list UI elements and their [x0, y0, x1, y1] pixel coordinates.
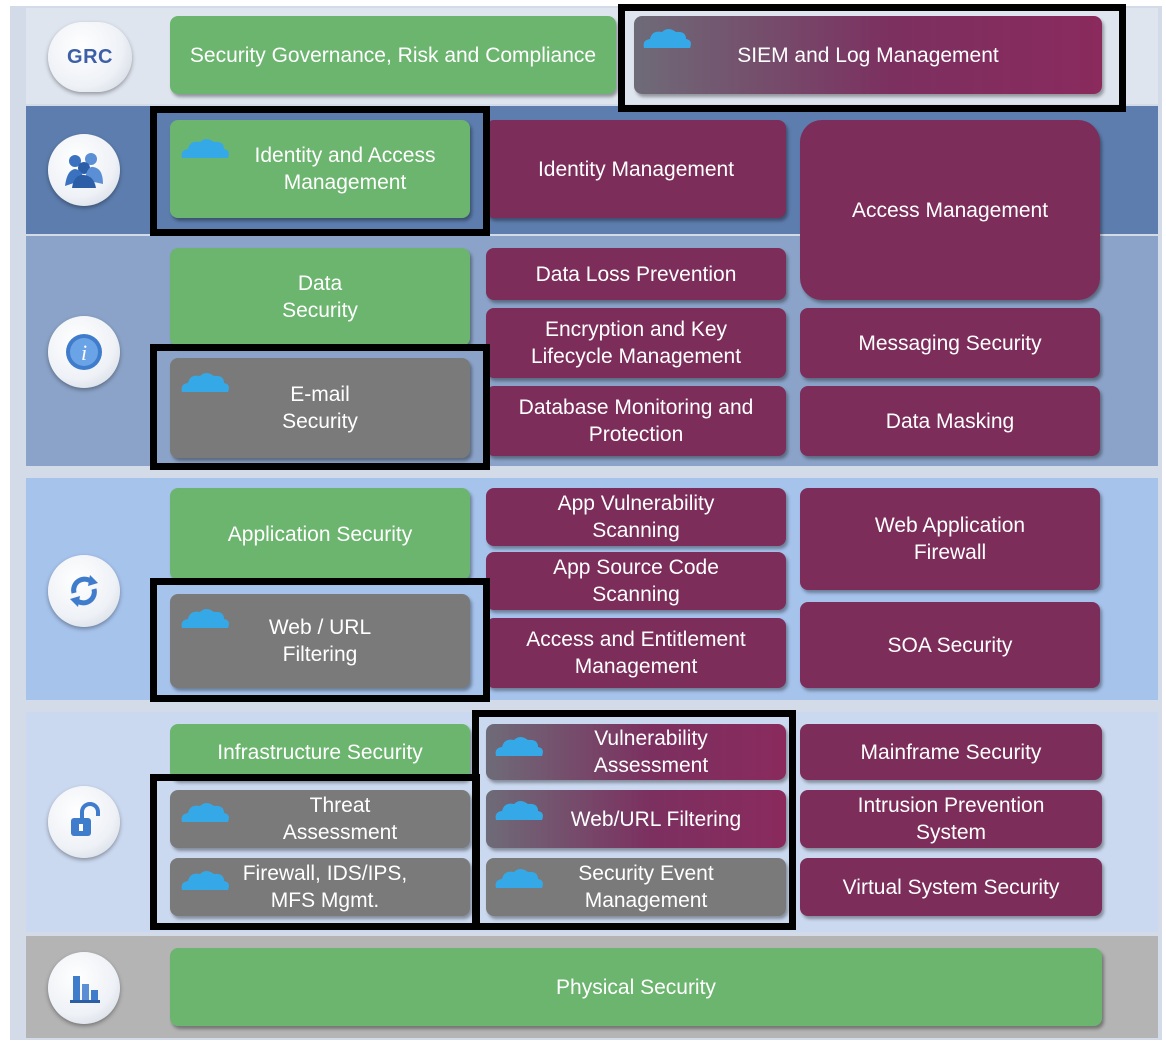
firewall-ids-label: Firewall, IDS/IPS, MFS Mgmt.: [242, 862, 408, 912]
security-governance-box: Security Governance, Risk and Compliance: [170, 16, 616, 94]
web-application-firewall-label: Web Application Firewall: [874, 514, 1026, 564]
refresh-icon: [48, 555, 120, 627]
app-vulnerability-scanning-box: App Vulnerability Scanning: [486, 488, 786, 546]
email-security-label: E-mail Security: [282, 383, 358, 433]
infra-right-highlight: [472, 710, 796, 930]
app-source-code-scanning-box: App Source Code Scanning: [486, 552, 786, 610]
siem-highlight: [618, 4, 1126, 112]
web-url-filtering-app-highlight: [150, 578, 490, 702]
mainframe-security-box: Mainframe Security: [800, 724, 1102, 780]
intrusion-prevention-box: Intrusion Prevention System: [800, 790, 1102, 848]
building-icon: [48, 952, 120, 1024]
data-masking-box: Data Masking: [800, 386, 1100, 456]
soa-security-box: SOA Security: [800, 602, 1100, 688]
access-management-box: Access Management: [800, 120, 1100, 300]
infrastructure-security-label: Infrastructure Security: [217, 740, 423, 764]
access-entitlement-box: Access and Entitlement Management: [486, 618, 786, 688]
virtual-system-security-box: Virtual System Security: [800, 858, 1102, 916]
vulnerability-assessment-label: Vulnerability Assessment: [593, 727, 709, 777]
grc-label: GRC: [67, 45, 113, 68]
padlock-icon: [48, 786, 120, 858]
siem-box: SIEM and Log Management: [634, 16, 1102, 94]
intrusion-prevention-label: Intrusion Prevention System: [857, 794, 1045, 844]
web-url-filtering-app-label: Web / URL Filtering: [268, 616, 372, 666]
database-monitoring-box: Database Monitoring and Protection: [486, 386, 786, 456]
physical-security-label: Physical Security: [556, 975, 716, 999]
application-security-box: Application Security: [170, 488, 470, 580]
messaging-security-label: Messaging Security: [858, 331, 1042, 355]
encryption-box: Encryption and Key Lifecycle Management: [486, 308, 786, 378]
virtual-system-security-label: Virtual System Security: [842, 875, 1060, 899]
grc-shield-icon: GRC: [48, 22, 132, 92]
data-loss-prevention-label: Data Loss Prevention: [535, 262, 737, 286]
identity-management-label: Identity Management: [537, 157, 735, 181]
web-application-firewall-box: Web Application Firewall: [800, 488, 1100, 590]
siem-label: SIEM and Log Management: [737, 43, 999, 67]
identity-access-label: Identity and Access Management: [254, 144, 436, 194]
info-icon: i: [48, 316, 120, 388]
application-security-label: Application Security: [227, 522, 413, 546]
app-source-code-scanning-label: App Source Code Scanning: [553, 556, 719, 606]
infrastructure-security-box: Infrastructure Security: [170, 724, 470, 780]
email-security-highlight: [150, 344, 490, 470]
identity-access-box: Identity and Access Management: [170, 120, 470, 218]
data-security-label: Data Security: [282, 272, 358, 322]
encryption-label: Encryption and Key Lifecycle Management: [530, 318, 742, 368]
svg-text:i: i: [81, 340, 87, 365]
messaging-security-box: Messaging Security: [800, 308, 1100, 378]
access-management-label: Access Management: [851, 198, 1049, 222]
data-security-box: Data Security: [170, 248, 470, 346]
infra-left-highlight: [150, 774, 480, 930]
soa-security-label: SOA Security: [887, 633, 1013, 657]
identity-access-highlight: [150, 106, 490, 236]
security-governance-label: Security Governance, Risk and Compliance: [189, 43, 597, 67]
physical-security-box: Physical Security: [170, 948, 1102, 1026]
data-loss-prevention-box: Data Loss Prevention: [486, 248, 786, 300]
threat-assessment-label: Threat Assessment: [282, 794, 398, 844]
web-url-filtering-infra-label: Web/URL Filtering: [570, 807, 742, 831]
data-masking-label: Data Masking: [885, 409, 1015, 433]
access-entitlement-label: Access and Entitlement Management: [526, 628, 746, 678]
security-event-management-label: Security Event Management: [578, 862, 714, 912]
identity-management-box: Identity Management: [486, 120, 786, 218]
users-icon: [48, 134, 120, 206]
database-monitoring-label: Database Monitoring and Protection: [518, 396, 754, 446]
mainframe-security-label: Mainframe Security: [860, 740, 1042, 764]
app-vulnerability-scanning-label: App Vulnerability Scanning: [557, 492, 715, 542]
